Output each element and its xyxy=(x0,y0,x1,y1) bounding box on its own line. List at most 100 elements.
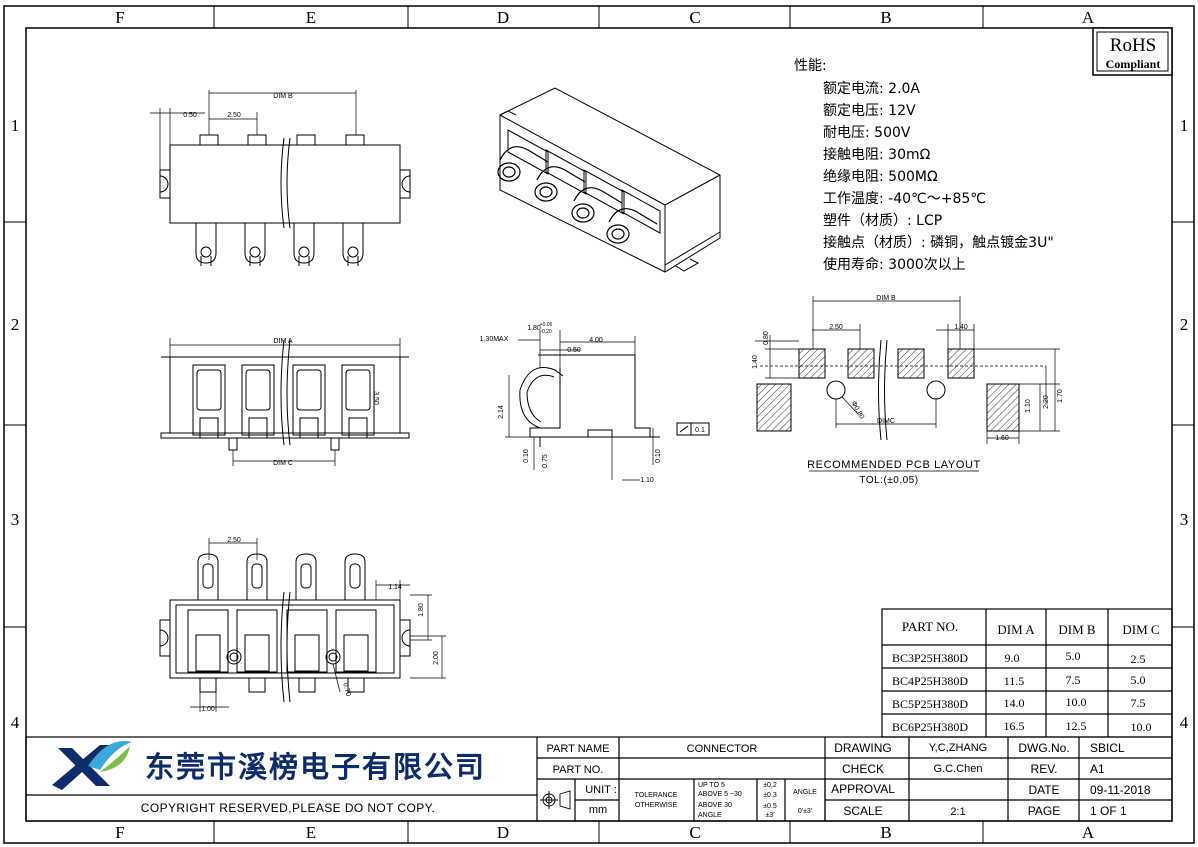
frame-column-letters: F E D C B A F E D C B A xyxy=(115,8,1095,842)
dim-label: 1.10 xyxy=(640,477,654,484)
table-cell: 5.0 xyxy=(1131,673,1146,687)
dim-label: 0.50 xyxy=(567,347,581,354)
top-view xyxy=(150,90,411,266)
drawing-label: DRAWING xyxy=(834,741,892,755)
spec-line: 使用寿命: 3000次以上 xyxy=(823,256,966,273)
pcb-caption: RECOMMENDED PCB LAYOUT TOL:(±0.05) xyxy=(807,459,981,486)
projection-symbol-icon xyxy=(540,790,571,810)
table-header: DIM A xyxy=(997,622,1035,637)
dim-label: 2.20 xyxy=(1043,395,1050,409)
col-letter: E xyxy=(306,823,316,842)
dim-label: 2.14 xyxy=(498,405,505,419)
dim-label: 3.50 xyxy=(372,391,379,405)
dim-label: 1.14 xyxy=(388,584,402,591)
table-cell: 16.5 xyxy=(1004,719,1025,733)
check-value: G.C.Chen xyxy=(934,763,983,775)
rohs-badge: RoHS Compliant xyxy=(1092,27,1173,76)
col-letter: C xyxy=(689,8,700,27)
table-cell: 10.0 xyxy=(1066,695,1087,709)
dwg-no-label: DWG.No. xyxy=(1018,741,1069,755)
part-no-label: PART NO. xyxy=(553,764,604,776)
dim-label: 1.80 xyxy=(418,603,425,617)
rohs-subtitle: Compliant xyxy=(1106,57,1161,71)
spec-line: 额定电流: 2.0A xyxy=(823,81,920,97)
date-label: DATE xyxy=(1028,783,1059,797)
table-cell: BC5P25H380D xyxy=(892,697,968,711)
dim-label: 1.00 xyxy=(201,706,215,713)
dim-label: 1.40 xyxy=(752,355,759,369)
dim-label: 0.1 xyxy=(695,427,705,434)
pcb-title: RECOMMENDED PCB LAYOUT xyxy=(807,459,981,471)
row-number: 2 xyxy=(1180,315,1189,334)
tol-value: ±0.3 xyxy=(763,792,777,799)
performance-specs: 性能: 额定电流: 2.0A 额定电压: 12V 耐电压: 500V 接触电阻:… xyxy=(794,58,1054,273)
dim-label: DIM C xyxy=(273,460,293,467)
title-block xyxy=(25,736,1173,822)
part-table xyxy=(881,608,1173,738)
dim-label: 1.60 xyxy=(995,435,1009,442)
dwg-no-value: SBICL xyxy=(1090,741,1125,755)
approval-label: APPROVAL xyxy=(831,782,895,796)
row-number: 3 xyxy=(1180,510,1189,529)
col-letter: A xyxy=(1082,8,1095,27)
dim-label: 2.00 xyxy=(433,651,440,665)
table-cell: 5.0 xyxy=(1066,649,1081,663)
tol-range: ABOVE 30 xyxy=(698,802,732,809)
side-view xyxy=(505,330,710,481)
frame-row-numbers: 1 2 3 4 1 2 3 4 xyxy=(11,116,1189,732)
dim-label: 0.70 xyxy=(341,682,351,697)
scale-label: SCALE xyxy=(843,804,882,818)
col-letter: F xyxy=(115,823,124,842)
row-number: 1 xyxy=(1180,116,1189,135)
table-cell: 12.5 xyxy=(1066,719,1087,733)
col-letter: C xyxy=(689,823,700,842)
front-view xyxy=(160,338,410,466)
isometric-view xyxy=(497,87,721,273)
unit-value: mm xyxy=(589,804,607,816)
row-number: 1 xyxy=(11,116,20,135)
col-letter: E xyxy=(306,8,316,27)
row-number: 2 xyxy=(11,315,20,334)
table-cell: 9.0 xyxy=(1005,651,1020,665)
part-name-value: CONNECTOR xyxy=(687,743,758,755)
table-cell: 2.5 xyxy=(1131,652,1146,666)
table-cell: BC3P25H380D xyxy=(892,651,968,665)
col-letter: D xyxy=(497,8,509,27)
spec-line: 接触点（材质）: 磷铜，触点镀金3U" xyxy=(823,234,1054,251)
spec-line: 绝缘电阻: 500MΩ xyxy=(823,169,938,185)
scale-value: 2:1 xyxy=(950,806,965,818)
dim-label: 0.50 xyxy=(183,112,197,119)
table-cell: BC6P25H380D xyxy=(892,720,968,734)
table-cell: 14.0 xyxy=(1004,696,1025,710)
col-letter: D xyxy=(497,823,509,842)
company-name: 东莞市溪榜电子有限公司 xyxy=(145,750,486,784)
dim-label: 2.50 xyxy=(227,537,241,544)
unit-label: UNIT : xyxy=(585,784,617,796)
tol-value: ±0.2 xyxy=(763,782,777,789)
drawing-value: Y,C,ZHANG xyxy=(929,742,987,754)
angle-value: 0'±3' xyxy=(798,808,812,815)
col-letter: B xyxy=(880,823,891,842)
dim-label: 0.80 xyxy=(763,331,770,345)
table-cell: 10.0 xyxy=(1131,720,1152,734)
dim-label: DIM B xyxy=(273,93,293,100)
dim-label: 1.80 xyxy=(527,325,541,332)
dim-label: -0.20 xyxy=(540,329,552,335)
col-letter: F xyxy=(115,8,124,27)
dim-label: DIMC xyxy=(877,418,895,425)
dim-label: 4.00 xyxy=(589,337,603,344)
dim-label: 1.70 xyxy=(1057,389,1064,403)
row-number: 3 xyxy=(11,510,20,529)
table-cell: BC4P25H380D xyxy=(892,674,968,688)
spec-line: 耐电压: 500V xyxy=(823,125,911,141)
table-header: PART NO. xyxy=(902,619,958,634)
row-number: 4 xyxy=(11,713,20,732)
tol-value: ±0.5 xyxy=(763,803,777,810)
dim-label: 1.40 xyxy=(954,324,968,331)
rohs-title: RoHS xyxy=(1110,35,1156,56)
dim-label: DIM B xyxy=(876,295,896,302)
otherwise-label: OTHERWISE xyxy=(635,802,678,809)
spec-line: 接触电阻: 30mΩ xyxy=(823,146,931,163)
tol-range: ABOVE 5 ~30 xyxy=(698,791,742,798)
spec-line: 额定电压: 12V xyxy=(823,103,916,119)
